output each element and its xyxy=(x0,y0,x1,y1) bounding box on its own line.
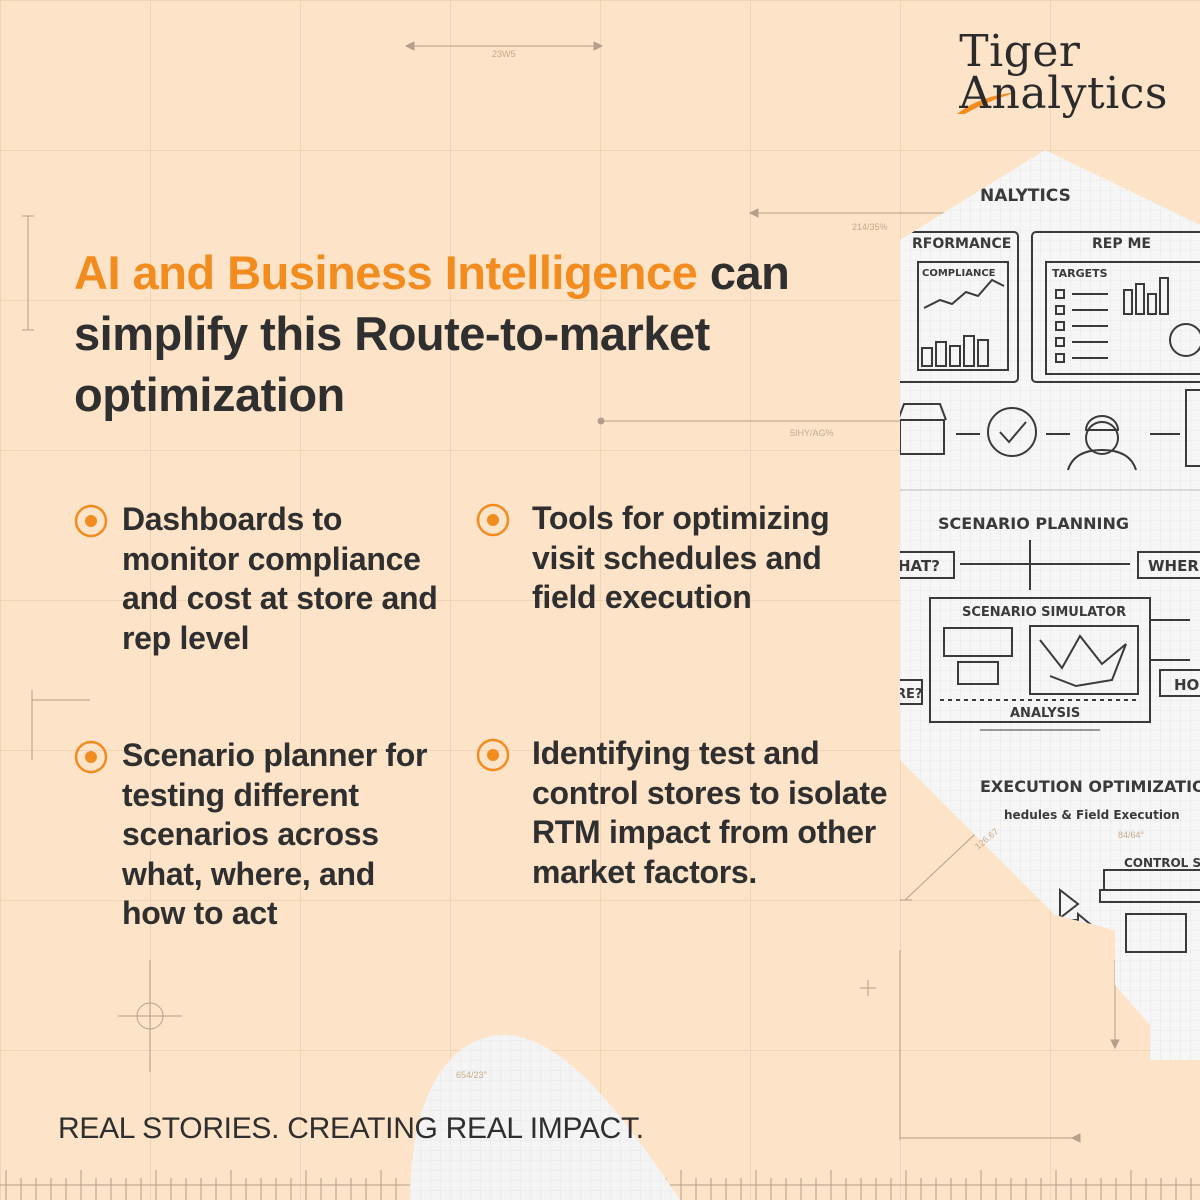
tiger-analytics-logo: Tiger Analytics xyxy=(957,26,1168,116)
logo-line-2: Analytics xyxy=(957,72,1168,116)
logo-line-1: Tiger xyxy=(959,26,1081,77)
graph-paper-blob xyxy=(410,1034,680,1200)
sketch-schedules-label: hedules & Field Execution xyxy=(1004,808,1180,822)
target-bullet-icon xyxy=(476,738,510,772)
measure-label-1: 23W5 xyxy=(492,49,516,59)
headline-rest: can simplify this Route-to-market optimi… xyxy=(74,246,790,421)
target-bullet-icon xyxy=(74,740,108,774)
target-bullet-icon xyxy=(476,503,510,537)
point-text: Dashboards to monitor compliance and cos… xyxy=(122,501,438,656)
headline: AI and Business Intelligence can simplif… xyxy=(74,242,874,425)
sketch-analysis-label: ANALYSIS xyxy=(1010,706,1080,721)
measure-label-6: 84/64° xyxy=(1118,830,1145,840)
sketch-performance-label: RFORMANCE xyxy=(912,236,1011,252)
sketch-how-label: HO xyxy=(1174,676,1199,694)
measure-label-4: 654/23° xyxy=(456,1070,488,1080)
analytics-sketch-panel: NALYTICS RFORMANCE REP ME COMPLIANCE TAR… xyxy=(896,150,1200,1060)
sketch-control-stores-label: CONTROL S xyxy=(1124,856,1200,870)
sketch-execution-optimization-label: EXECUTION OPTIMIZATION xyxy=(980,777,1200,796)
sketch-rep-metrics-label: REP ME xyxy=(1092,236,1151,252)
tagline-footer: REAL STORIES. CREATING REAL IMPACT. xyxy=(58,1112,644,1145)
sketch-who-label: RE? xyxy=(896,687,922,702)
sketch-scenario-simulator-label: SCENARIO SIMULATOR xyxy=(962,605,1126,620)
logo-line-2-text: Analytics xyxy=(959,68,1168,119)
sketch-scenario-planning-label: SCENARIO PLANNING xyxy=(938,514,1129,533)
sketch-targets-label: TARGETS xyxy=(1052,267,1108,280)
point-text: Scenario planner for testing different s… xyxy=(122,737,428,931)
point-text: Tools for optimizing visit schedules and… xyxy=(532,500,830,615)
sketch-where-label: WHER xyxy=(1148,557,1199,575)
point-text: Identifying test and control stores to i… xyxy=(532,735,888,890)
sketch-what-label: HAT? xyxy=(898,557,940,575)
sketch-compliance-label: COMPLIANCE xyxy=(922,268,996,279)
sketch-analytics-label: NALYTICS xyxy=(980,186,1071,206)
target-bullet-icon xyxy=(74,504,108,538)
measure-label-3: 5IHY/AG% xyxy=(790,428,834,438)
headline-accent: AI and Business Intelligence xyxy=(74,246,698,299)
logo-swoosh-icon xyxy=(957,92,1018,114)
measure-label-2: 214/35% xyxy=(852,222,888,232)
